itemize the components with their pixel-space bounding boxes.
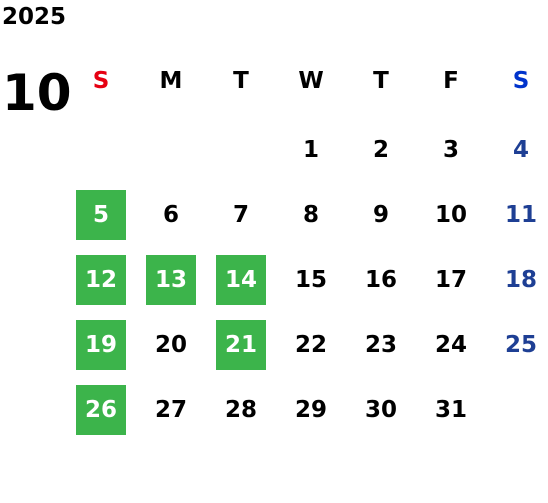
calendar-day-24[interactable]: 24 — [434, 332, 467, 358]
calendar-day-4[interactable]: 4 — [512, 137, 529, 163]
calendar-day-2[interactable]: 2 — [372, 137, 389, 163]
calendar-day-16[interactable]: 16 — [364, 267, 397, 293]
calendar-day-12[interactable]: 12 — [76, 255, 126, 305]
calendar-day-15[interactable]: 15 — [294, 267, 327, 293]
calendar-day-31[interactable]: 31 — [434, 397, 467, 423]
calendar-day-6[interactable]: 6 — [162, 202, 179, 228]
weekday-header-fri: F — [443, 68, 459, 94]
weekday-header-wed: W — [298, 68, 324, 94]
calendar-day-18[interactable]: 18 — [504, 267, 537, 293]
calendar-day-26[interactable]: 26 — [76, 385, 126, 435]
calendar-day-20[interactable]: 20 — [154, 332, 187, 358]
calendar-day-1[interactable]: 1 — [302, 137, 319, 163]
calendar-day-11[interactable]: 11 — [504, 202, 537, 228]
calendar-day-14[interactable]: 14 — [216, 255, 266, 305]
calendar-day-25[interactable]: 25 — [504, 332, 537, 358]
calendar-day-3[interactable]: 3 — [442, 137, 459, 163]
calendar-day-5[interactable]: 5 — [76, 190, 126, 240]
weekday-header-mon: M — [159, 68, 183, 94]
calendar-day-22[interactable]: 22 — [294, 332, 327, 358]
weekday-header-thu: T — [373, 68, 389, 94]
calendar-day-9[interactable]: 9 — [372, 202, 389, 228]
calendar-day-17[interactable]: 17 — [434, 267, 467, 293]
calendar-year: 2025 — [2, 4, 67, 30]
calendar-day-10[interactable]: 10 — [434, 202, 467, 228]
calendar-month: 10 — [2, 64, 72, 122]
weekday-header-tue: T — [233, 68, 249, 94]
calendar-day-13[interactable]: 13 — [146, 255, 196, 305]
calendar-day-27[interactable]: 27 — [154, 397, 187, 423]
weekday-header-sun: S — [92, 68, 110, 94]
calendar-day-28[interactable]: 28 — [224, 397, 257, 423]
calendar-day-30[interactable]: 30 — [364, 397, 397, 423]
calendar-day-29[interactable]: 29 — [294, 397, 327, 423]
calendar-day-8[interactable]: 8 — [302, 202, 319, 228]
calendar-day-7[interactable]: 7 — [232, 202, 249, 228]
calendar-day-21[interactable]: 21 — [216, 320, 266, 370]
calendar-day-23[interactable]: 23 — [364, 332, 397, 358]
calendar-day-19[interactable]: 19 — [76, 320, 126, 370]
weekday-header-sat: S — [512, 68, 530, 94]
